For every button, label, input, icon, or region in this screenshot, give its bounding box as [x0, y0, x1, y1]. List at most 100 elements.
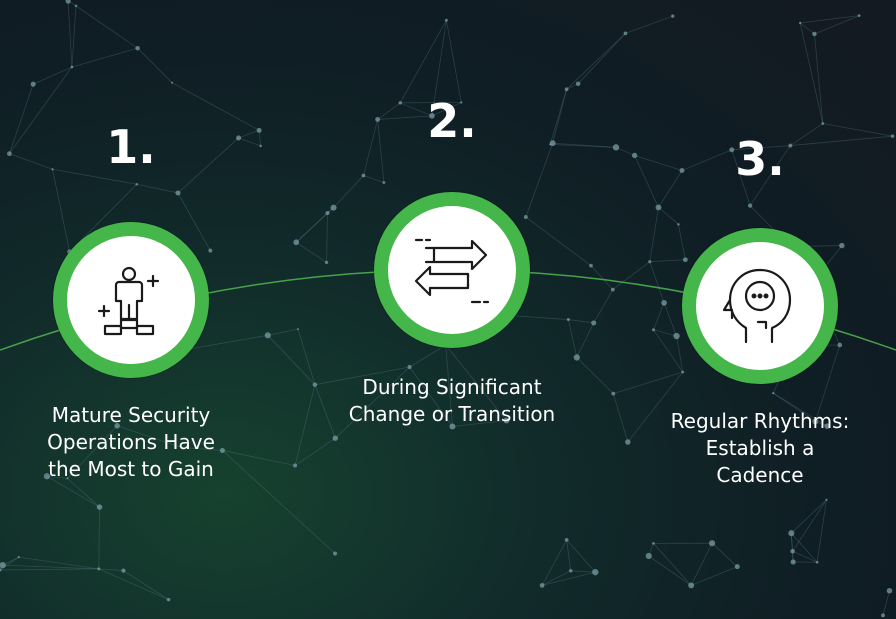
step-3-icon-disc [696, 242, 824, 370]
network-node [564, 87, 569, 92]
step-3-text: Regular Rhythms: Establish a Cadence [640, 408, 880, 489]
network-node [330, 204, 337, 211]
network-node [788, 530, 795, 537]
network-node [43, 473, 51, 480]
network-node [591, 320, 597, 326]
network-node [671, 14, 675, 18]
network-node [839, 242, 845, 249]
network-node [332, 435, 339, 441]
person-on-podium-icon [97, 266, 160, 336]
network-node [790, 549, 795, 554]
network-node [503, 417, 510, 424]
network-node [70, 65, 74, 69]
network-node [549, 140, 556, 147]
network-node [648, 260, 652, 264]
network-node [0, 561, 6, 569]
network-node [429, 113, 435, 119]
network-node [772, 391, 775, 395]
network-node [398, 101, 402, 105]
network-node [325, 210, 330, 216]
network-node [449, 423, 456, 430]
step-1-circle [53, 222, 209, 378]
network-node [592, 568, 599, 576]
network-node [677, 223, 680, 226]
network-node [589, 263, 593, 268]
network-node [788, 143, 793, 148]
step-3-number: 3. [735, 132, 785, 186]
step-2-text: During Significant Change or Transition [332, 374, 572, 428]
step-3-circle [682, 228, 838, 384]
network-node [30, 81, 36, 87]
network-node [7, 151, 12, 157]
network-node [74, 4, 78, 8]
network-node [673, 332, 680, 340]
network-node [568, 569, 573, 573]
network-node [208, 248, 213, 253]
network-node [114, 423, 120, 429]
network-node [708, 540, 716, 547]
step-2-text-line: Change or Transition [348, 402, 556, 426]
step-3-text-line: Cadence [716, 463, 804, 487]
network-node [51, 168, 54, 171]
step-3-text-line: Establish a [705, 436, 815, 460]
network-node [236, 135, 242, 141]
step-2: 2. During Significant Change or Transiti… [332, 0, 572, 619]
step-2-number: 2. [427, 94, 477, 148]
network-node [821, 122, 825, 125]
network-node [296, 328, 299, 331]
network-node [645, 552, 652, 560]
network-node [407, 364, 412, 370]
network-node [121, 568, 126, 573]
network-node [747, 203, 753, 208]
network-node [65, 0, 71, 4]
network-node [837, 342, 843, 348]
network-node [734, 564, 740, 570]
step-2-text-line: During Significant [362, 375, 542, 399]
network-node [681, 370, 685, 374]
network-node [890, 134, 895, 138]
network-node [539, 583, 545, 588]
network-node [812, 31, 817, 37]
network-node [66, 477, 69, 480]
network-node [166, 597, 171, 602]
network-node [652, 542, 655, 545]
network-node [219, 447, 225, 453]
step-1: 1. Mature Security Operations Have the M… [11, 0, 251, 619]
network-node [259, 144, 262, 148]
step-1-number: 1. [106, 120, 156, 174]
network-node [612, 144, 620, 151]
network-node [623, 31, 628, 36]
network-node [96, 504, 103, 510]
network-node [175, 190, 181, 196]
network-node [293, 239, 300, 246]
network-node [564, 538, 569, 542]
network-node [135, 182, 138, 186]
network-node [857, 14, 861, 17]
network-node [611, 391, 616, 396]
network-node [682, 257, 688, 263]
network-node [881, 613, 885, 618]
step-1-text-line: Operations Have [47, 430, 215, 454]
network-node [332, 551, 338, 556]
network-node [573, 354, 580, 361]
network-node [631, 152, 638, 159]
step-2-icon-disc [388, 206, 516, 334]
network-node [651, 328, 656, 332]
network-node [460, 101, 463, 104]
network-node [886, 587, 893, 594]
network-node [256, 127, 262, 133]
network-node [324, 260, 329, 265]
network-node [610, 287, 615, 292]
step-1-text-line: Mature Security [51, 403, 211, 427]
step-3-text-line: Regular Rhythms: [670, 409, 850, 433]
network-node [815, 560, 819, 564]
network-node [812, 418, 819, 425]
network-node [0, 568, 2, 572]
network-node [135, 45, 140, 51]
network-node [688, 582, 695, 589]
network-node [825, 498, 828, 501]
network-node [679, 168, 685, 173]
network-node [824, 423, 830, 429]
network-node [625, 439, 631, 445]
step-2-circle [374, 192, 530, 348]
